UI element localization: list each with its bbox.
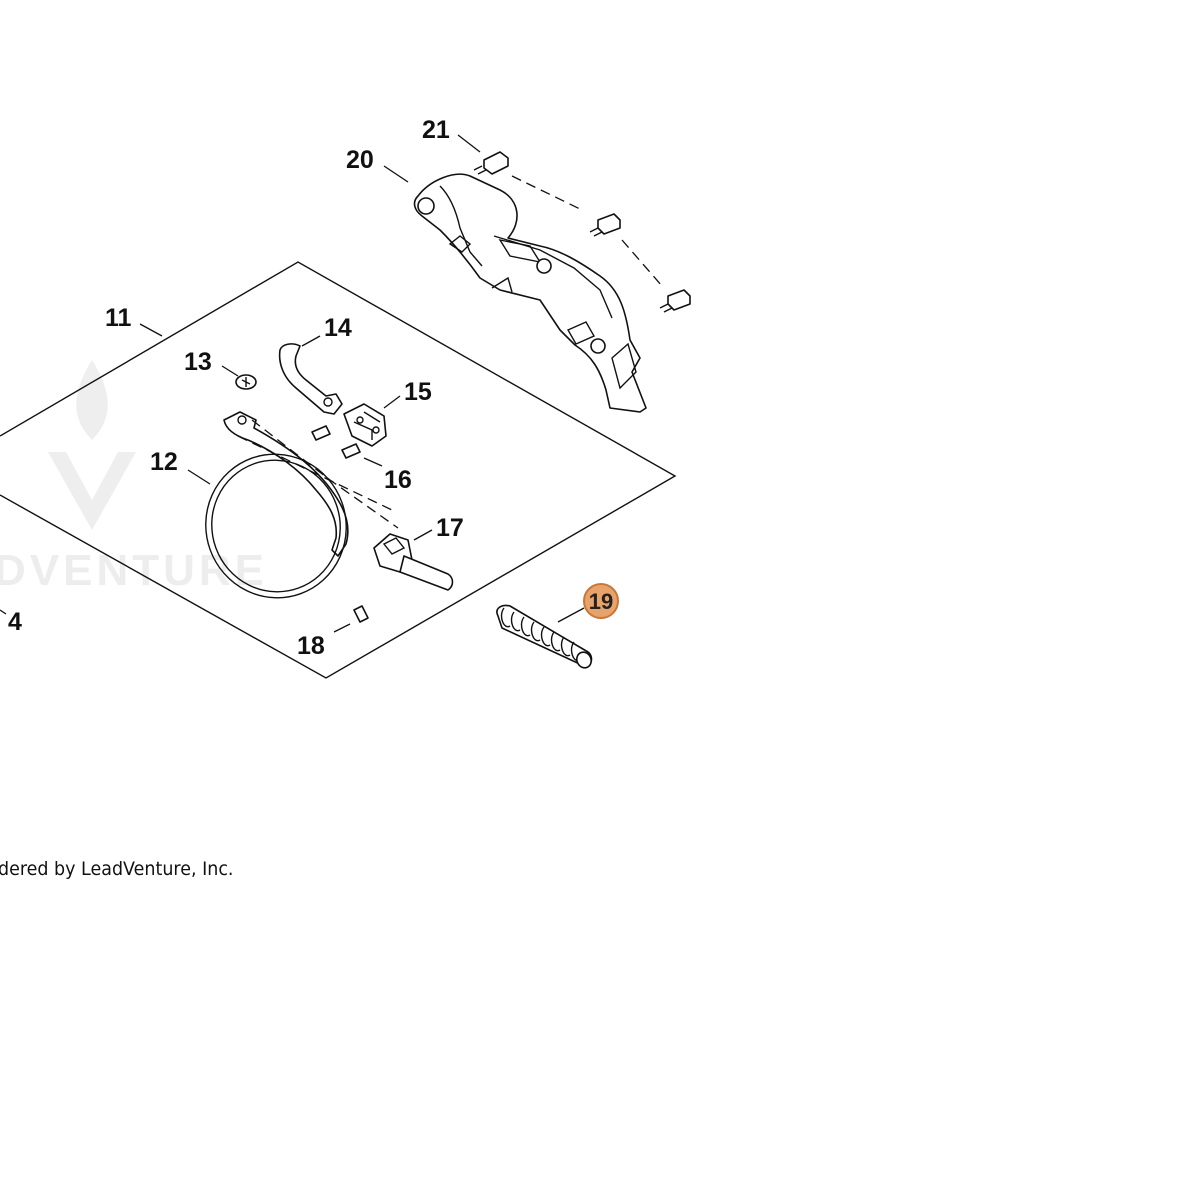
highlight-badge <box>583 583 619 619</box>
assembly-line-b <box>237 435 393 511</box>
callout-11[interactable]: 11 <box>105 304 132 332</box>
part-14-hook[interactable] <box>278 343 343 415</box>
part-17-slider[interactable] <box>373 533 454 591</box>
callout-17[interactable]: 17 <box>436 514 464 542</box>
part-20-brake-lever[interactable] <box>413 173 647 413</box>
leader-lines <box>0 134 585 633</box>
part-12-brake-band[interactable] <box>186 411 367 618</box>
callout-13[interactable]: 13 <box>184 348 212 376</box>
callout-14[interactable]: 14 <box>324 314 352 342</box>
part-18-pin[interactable] <box>353 605 369 623</box>
part-19-spring[interactable] <box>496 604 594 670</box>
part-16-pins[interactable] <box>311 425 361 459</box>
part-15-link[interactable] <box>343 403 387 447</box>
watermark-logo: DVENTURE <box>0 360 268 595</box>
kit-boundary <box>0 261 677 679</box>
callout-15[interactable]: 15 <box>404 378 432 406</box>
watermark-text: DVENTURE <box>0 546 268 595</box>
callout-19-highlighted[interactable]: 19 <box>583 583 619 619</box>
callout-4[interactable]: 4 <box>8 608 22 636</box>
callout-12[interactable]: 12 <box>150 448 178 476</box>
callout-19[interactable]: 19 <box>589 589 613 614</box>
callout-18[interactable]: 18 <box>297 632 325 660</box>
callout-16[interactable]: 16 <box>384 466 412 494</box>
callout-21[interactable]: 21 <box>422 116 450 144</box>
part-21-screws[interactable] <box>473 151 691 313</box>
part-13-screw[interactable] <box>235 374 257 390</box>
footer-credit: dered by LeadVenture, Inc. <box>0 858 234 880</box>
callout-20[interactable]: 20 <box>346 146 374 174</box>
